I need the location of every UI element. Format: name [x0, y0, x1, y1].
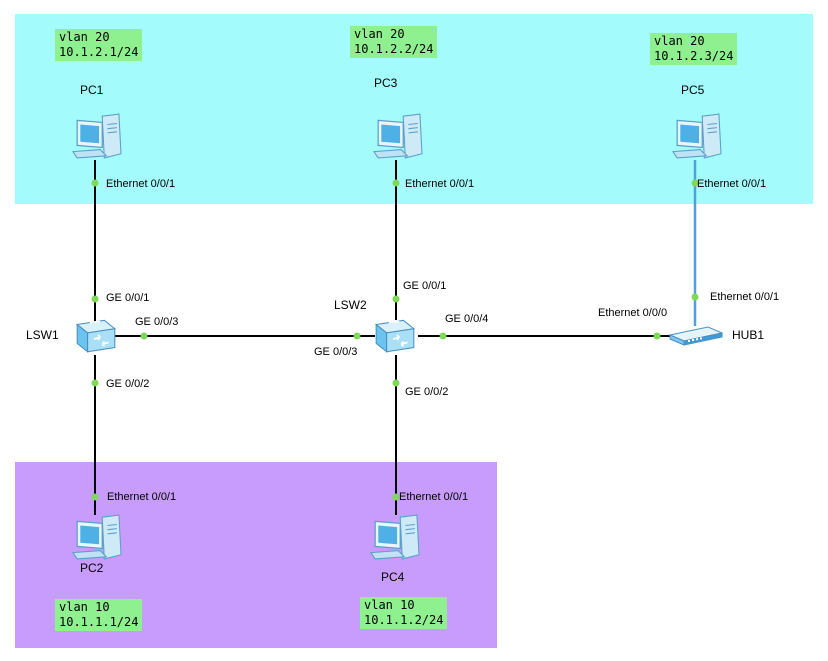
port-dot	[91, 379, 99, 387]
pc2-name: PC2	[80, 561, 104, 575]
lsw2-name: LSW2	[334, 298, 367, 312]
pc3-note: vlan 20 10.1.2.2/24	[350, 26, 438, 58]
pc1-device[interactable]	[70, 112, 124, 160]
pc-icon	[670, 112, 724, 160]
port-dot	[392, 493, 400, 501]
port-label-lsw2-ge1: GE 0/0/1	[403, 280, 447, 292]
port-label-pc1-eth: Ethernet 0/0/1	[106, 178, 176, 190]
pc5-name: PC5	[681, 83, 705, 97]
pc-icon	[70, 513, 124, 561]
vlan-label: vlan 10	[364, 598, 415, 612]
ip-label: 10.1.1.2/24	[364, 613, 444, 627]
port-dot	[392, 179, 400, 187]
vlan-label: vlan 10	[59, 600, 110, 614]
port-label-lsw1-ge2: GE 0/0/2	[106, 378, 150, 390]
port-label-lsw1-ge3: GE 0/0/3	[135, 316, 179, 328]
port-label-lsw2-ge2: GE 0/0/2	[405, 386, 449, 398]
pc2-device[interactable]	[70, 513, 124, 561]
port-dot	[140, 332, 148, 340]
port-label-pc2-eth: Ethernet 0/0/1	[107, 491, 177, 503]
port-label-pc3-eth: Ethernet 0/0/1	[405, 178, 475, 190]
lsw2-device[interactable]	[372, 314, 418, 356]
pc4-name: PC4	[381, 570, 405, 584]
port-dot	[91, 179, 99, 187]
pc-icon	[371, 112, 425, 160]
port-dot	[691, 179, 699, 187]
port-dot	[353, 332, 361, 340]
ip-label: 10.1.2.1/24	[59, 45, 139, 59]
pc-icon	[70, 112, 124, 160]
switch-icon	[73, 314, 119, 356]
pc4-device[interactable]	[368, 513, 422, 561]
port-label-hub-eth1: Ethernet 0/0/1	[710, 291, 780, 303]
port-dot	[91, 493, 99, 501]
ip-label: 10.1.1.1/24	[59, 615, 139, 629]
pc-icon	[368, 513, 422, 561]
pc2-note: vlan 10 10.1.1.1/24	[55, 599, 143, 631]
port-label-hub-eth0: Ethernet 0/0/0	[598, 307, 668, 319]
port-dot	[392, 295, 400, 303]
port-label-pc5-eth: Ethernet 0/0/1	[697, 178, 767, 190]
port-label-pc4-eth: Ethernet 0/0/1	[399, 491, 469, 503]
pc3-device[interactable]	[371, 112, 425, 160]
port-label-lsw2-ge3: GE 0/0/3	[314, 346, 358, 358]
pc1-name: PC1	[80, 83, 104, 97]
pc4-note: vlan 10 10.1.1.2/24	[360, 597, 448, 629]
port-label-lsw2-ge4: GE 0/0/4	[445, 313, 489, 325]
pc5-note: vlan 20 10.1.2.3/24	[650, 33, 738, 65]
switch-icon	[372, 314, 418, 356]
vlan-label: vlan 20	[654, 34, 705, 48]
ip-label: 10.1.2.3/24	[654, 49, 734, 63]
ip-label: 10.1.2.2/24	[354, 42, 434, 56]
lsw1-name: LSW1	[26, 328, 59, 342]
hub1-name: HUB1	[732, 328, 765, 342]
pc3-name: PC3	[374, 76, 398, 90]
port-dot	[653, 332, 661, 340]
port-label-lsw1-ge1: GE 0/0/1	[106, 292, 150, 304]
port-dot	[91, 295, 99, 303]
port-dot	[392, 379, 400, 387]
vlan-label: vlan 20	[59, 30, 110, 44]
pc1-note: vlan 20 10.1.2.1/24	[55, 29, 143, 61]
vlan-label: vlan 20	[354, 27, 405, 41]
lsw1-device[interactable]	[73, 314, 119, 356]
port-dot	[439, 332, 447, 340]
hub-icon	[668, 322, 724, 348]
hub1-device[interactable]	[668, 322, 724, 348]
pc5-device[interactable]	[670, 112, 724, 160]
port-dot	[691, 293, 699, 301]
